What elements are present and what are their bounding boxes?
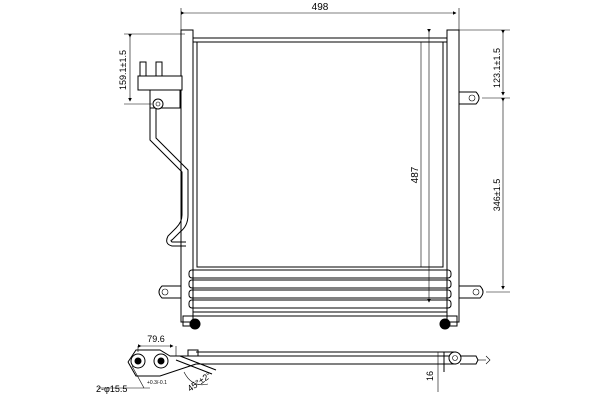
pipe-offset-dimension: 159.1±1.5 [118, 33, 185, 105]
thickness-dimension: 16 [425, 352, 439, 392]
core-height-dimension: 487 [410, 29, 431, 303]
width-label: 498 [312, 2, 329, 13]
right-brackets [459, 91, 484, 299]
angle-label: 45°±2° [185, 370, 213, 394]
holes-tolerance-label: +0.3/-0.1 [147, 380, 167, 386]
angle-callout: 45°±2° [183, 370, 214, 394]
pipe-offset-label: 159.1±1.5 [118, 50, 128, 90]
width-dimension: 498 [180, 2, 460, 38]
front-length-dimension: 79.6 [137, 334, 177, 356]
mounting-studs [182, 315, 458, 330]
bottom-side-view [127, 349, 491, 377]
top-bracket-label: 123.1±1.5 [492, 48, 502, 88]
left-bracket [158, 285, 181, 299]
inlet-pipes [137, 61, 189, 247]
core-height-label: 487 [410, 166, 421, 183]
condenser-core [180, 29, 460, 323]
thickness-label: 16 [425, 371, 435, 381]
front-length-label: 79.6 [147, 334, 165, 344]
mid-bracket-label: 346±1.5 [492, 179, 502, 211]
holes-label: 2-φ15.5 [96, 384, 127, 394]
right-dimensions: 123.1±1.5 346±1.5 [459, 29, 510, 293]
holes-callout: 2-φ15.5 +0.3/-0.1 [96, 365, 167, 394]
